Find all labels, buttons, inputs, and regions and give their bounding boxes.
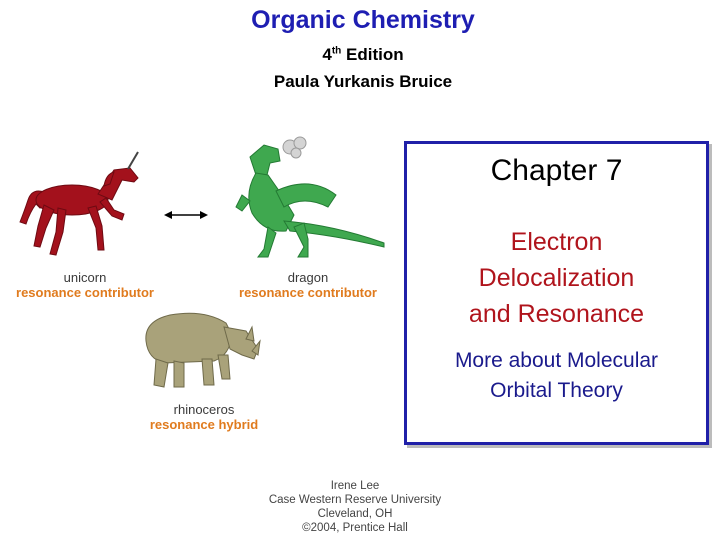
credits: Irene Lee Case Western Reserve Universit… (225, 479, 485, 535)
edition-word: Edition (346, 45, 404, 64)
resonance-double-arrow-icon (164, 211, 208, 219)
unicorn-label: unicorn (63, 270, 107, 285)
credit-line: ©2004, Prentice Hall (302, 522, 408, 534)
chapter-title: Electron Delocalization and Resonance (407, 224, 706, 332)
rhinoceros-caption: rhinoceros resonance hybrid (124, 402, 284, 432)
edition-suffix: th (331, 45, 342, 57)
unicorn-kind: resonance contributor (16, 285, 154, 300)
rhinoceros-illustration (145, 312, 261, 388)
credit-line: Irene Lee (330, 480, 380, 492)
author: Paula Yurkanis Bruice (273, 72, 453, 91)
dragon-caption: dragon resonance contributor (228, 270, 388, 300)
chapter-subtitle-line: More about Molecular (454, 349, 659, 372)
dragon-label: dragon (287, 270, 329, 285)
unicorn-caption: unicorn resonance contributor (4, 270, 166, 300)
chapter-title-line: Delocalization (478, 264, 635, 292)
unicorn-illustration (19, 151, 139, 256)
chapter-subtitle: More about Molecular Orbital Theory (407, 346, 706, 406)
credit-line: Case Western Reserve University (268, 494, 442, 506)
chapter-subtitle-line: Orbital Theory (490, 379, 623, 402)
dragon-kind: resonance contributor (239, 285, 377, 300)
chapter-label: Chapter 7 (490, 154, 623, 187)
dragon-illustration (235, 136, 385, 258)
rhinoceros-kind: resonance hybrid (149, 417, 259, 432)
edition: 4th Edition (0, 45, 720, 65)
book-title: Organic Chemistry (251, 6, 475, 34)
chapter-title-line: Electron (510, 228, 603, 256)
edition-number: 4 (322, 45, 332, 64)
rhinoceros-label: rhinoceros (173, 402, 235, 417)
chapter-box: Chapter 7 Electron Delocalization and Re… (404, 141, 709, 445)
credit-line: Cleveland, OH (317, 508, 393, 520)
chapter-title-line: and Resonance (468, 300, 645, 328)
